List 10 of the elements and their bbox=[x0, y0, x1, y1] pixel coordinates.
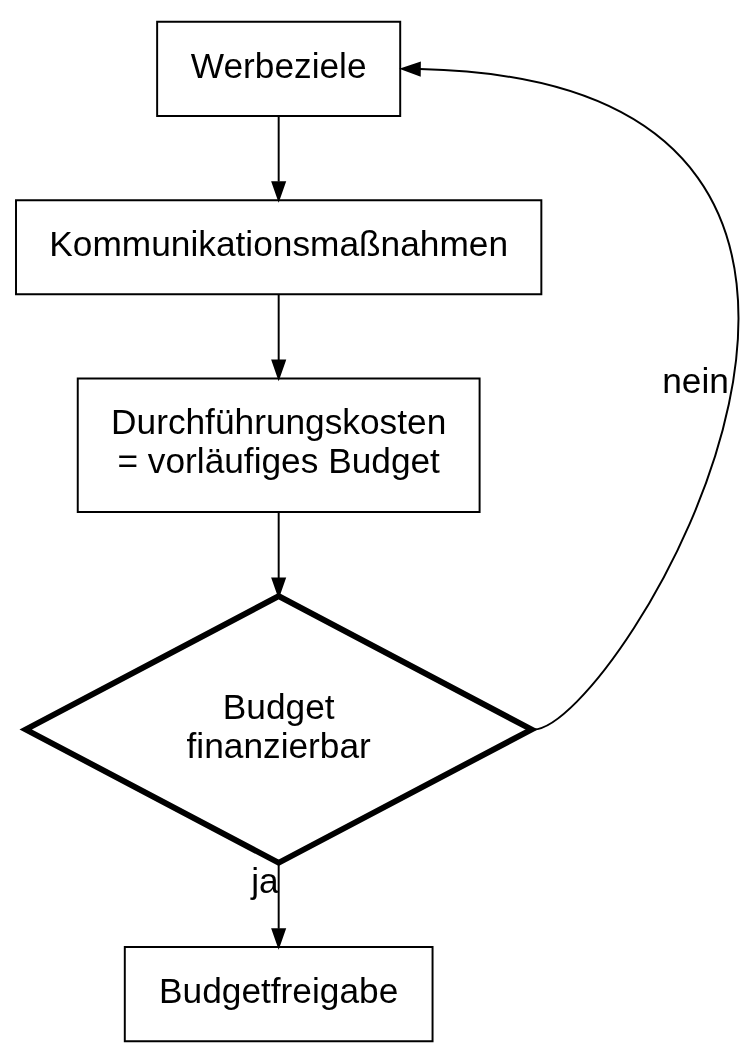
node-box: Kommunikationsmaßnahmen bbox=[15, 199, 543, 296]
node-box: Budgetfreigabe bbox=[123, 946, 434, 1043]
arrow bbox=[271, 293, 287, 382]
node-box: Werbeziele bbox=[156, 20, 402, 117]
arrow bbox=[271, 115, 287, 203]
edge-label: nein bbox=[662, 361, 729, 401]
node-box: Durchführungskosten = vorläufiges Budget bbox=[76, 377, 481, 513]
arrow bbox=[399, 61, 740, 731]
node-diamond: Budget finanzierbar bbox=[19, 592, 538, 867]
arrow bbox=[271, 862, 287, 950]
